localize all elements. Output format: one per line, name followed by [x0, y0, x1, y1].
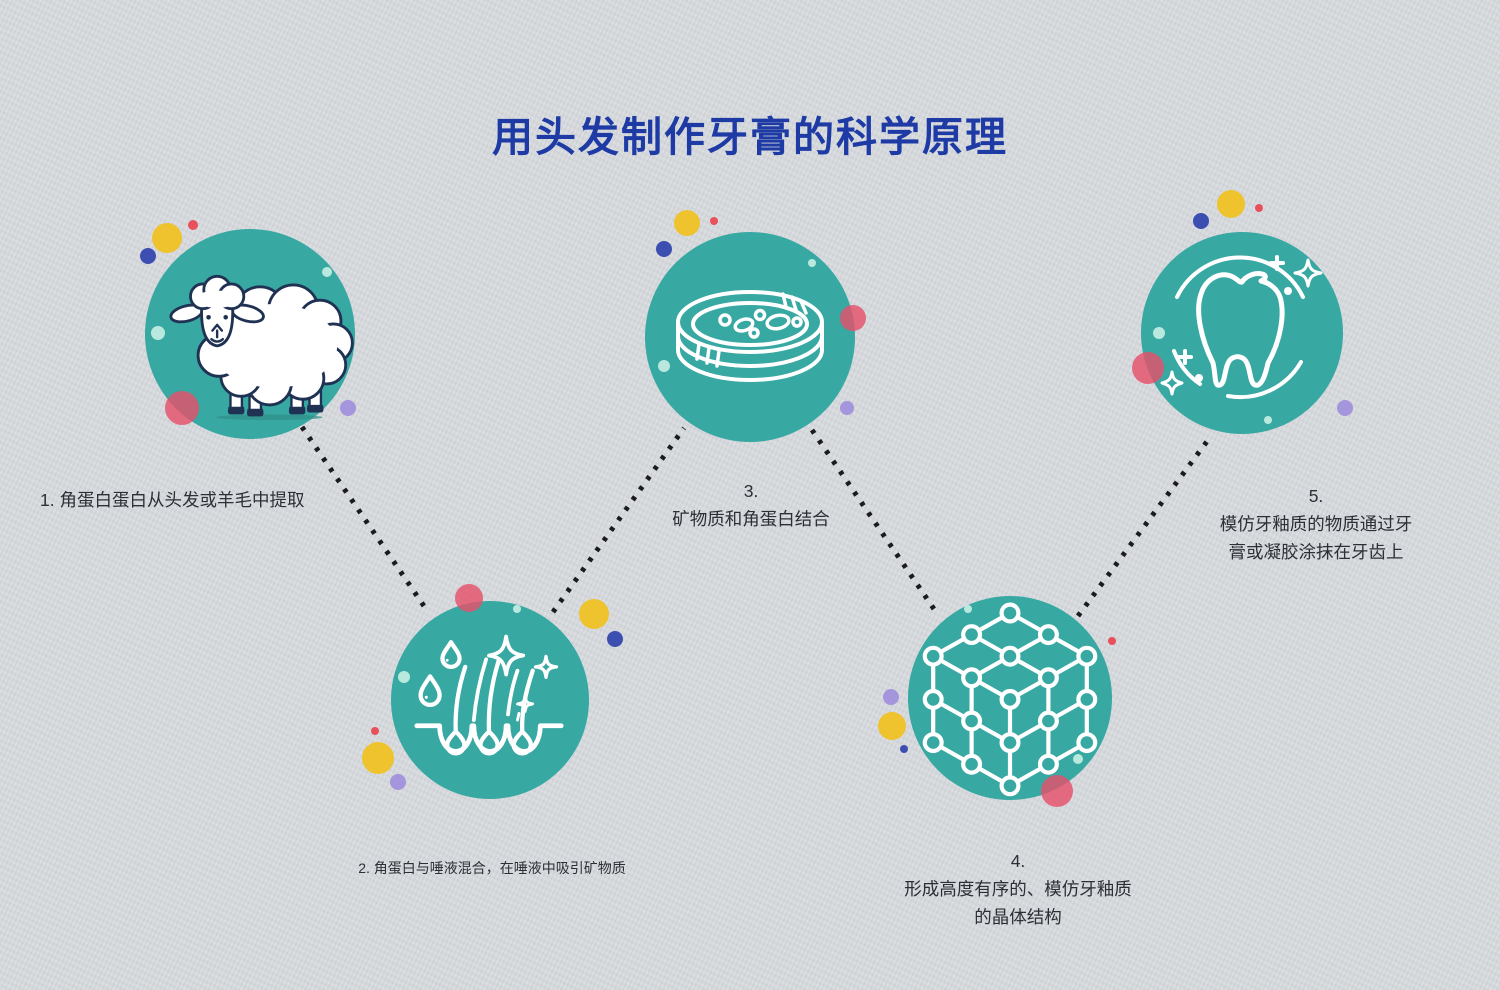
- decor-dot-red: [188, 220, 198, 230]
- decor-dot-purple: [883, 689, 899, 705]
- hair-follicle-icon: [414, 634, 564, 756]
- decor-dot-purple: [840, 401, 854, 415]
- decor-dot-red: [710, 217, 718, 225]
- decor-dot-purple: [340, 400, 356, 416]
- decor-dot-pink: [455, 584, 483, 612]
- step4-caption: 4. 形成高度有序的、模仿牙釉质 的晶体结构: [868, 847, 1168, 931]
- decor-dot-cyan: [658, 360, 670, 372]
- connector-2-3: [550, 426, 687, 614]
- decor-dot-blue: [140, 248, 156, 264]
- decor-dot-purple: [1337, 400, 1353, 416]
- decor-dot-yellow: [1217, 190, 1245, 218]
- decor-dot-red: [1255, 204, 1263, 212]
- step1-caption-text: 1. 角蛋白蛋白从头发或羊毛中提取: [40, 490, 305, 510]
- decor-dot-yellow: [362, 742, 394, 774]
- decor-dot-yellow: [152, 223, 182, 253]
- step1-caption: 1. 角蛋白蛋白从头发或羊毛中提取: [40, 486, 370, 514]
- step3-caption: 3. 矿物质和角蛋白结合: [601, 477, 901, 533]
- decor-dot-blue: [1193, 213, 1209, 229]
- tooth-icon: [1160, 255, 1323, 400]
- decor-dot-pink: [165, 391, 199, 425]
- step4-caption-line1: 形成高度有序的、模仿牙釉质: [904, 879, 1132, 899]
- decor-dot-cyan: [1264, 416, 1272, 424]
- decor-dot-cyan: [322, 267, 332, 277]
- decor-dot-yellow: [579, 599, 609, 629]
- sheep-icon: [169, 274, 354, 421]
- step5-caption-line2: 膏或凝胶涂抹在牙齿上: [1228, 542, 1404, 562]
- decor-dot-cyan: [151, 326, 165, 340]
- decor-dot-blue: [656, 241, 672, 257]
- step2-caption: 2. 角蛋白与唾液混合，在唾液中吸引矿物质: [332, 857, 652, 879]
- decor-dot-cyan: [1073, 754, 1083, 764]
- step3-caption-text: 矿物质和角蛋白结合: [672, 509, 830, 529]
- step2-caption-text: 2. 角蛋白与唾液混合，在唾液中吸引矿物质: [358, 860, 626, 876]
- connector-1-2: [299, 425, 431, 614]
- crystal-lattice-icon: [922, 602, 1098, 797]
- step3-number: 3.: [743, 481, 759, 501]
- step5-caption-line1: 模仿牙釉质的物质通过牙: [1219, 514, 1413, 534]
- step5-caption: 5. 模仿牙釉质的物质通过牙 膏或凝胶涂抹在牙齿上: [1166, 482, 1466, 566]
- decor-dot-purple: [390, 774, 406, 790]
- step5-number: 5.: [1308, 486, 1324, 506]
- decor-dot-blue: [607, 631, 623, 647]
- decor-dot-cyan: [808, 259, 816, 267]
- decor-dot-yellow: [878, 712, 906, 740]
- page-title: 用头发制作牙膏的科学原理: [492, 114, 1008, 161]
- step4-number: 4.: [1010, 851, 1026, 871]
- decor-dot-pink: [1132, 352, 1164, 384]
- decor-dot-cyan: [398, 671, 410, 683]
- decor-dot-yellow: [674, 210, 700, 236]
- decor-dot-red: [1108, 637, 1116, 645]
- decor-dot-cyan: [1153, 327, 1165, 339]
- decor-dot-pink: [840, 305, 866, 331]
- decor-dot-red: [371, 727, 379, 735]
- decor-dot-cyan: [964, 605, 972, 613]
- decor-dot-cyan: [513, 605, 521, 613]
- decor-dot-pink: [1041, 775, 1073, 807]
- petri-dish-icon: [676, 290, 824, 382]
- step4-caption-line2: 的晶体结构: [974, 907, 1062, 927]
- decor-dot-blue: [900, 745, 908, 753]
